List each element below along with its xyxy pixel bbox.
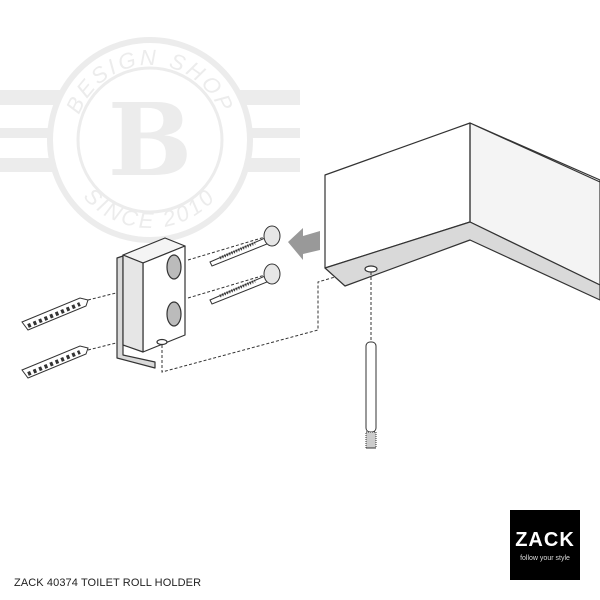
watermark: B BESIGN SHOP SINCE 2010	[0, 37, 300, 243]
dashed-guides	[87, 236, 372, 373]
cabinet-block	[324, 122, 600, 301]
product-caption: ZACK 40374 TOILET ROLL HOLDER	[14, 577, 202, 589]
zack-logo: ZACK follow your style	[510, 510, 580, 580]
watermark-letter: B	[108, 81, 193, 199]
wall-bracket	[116, 237, 186, 369]
logo-tagline: follow your style	[520, 555, 570, 562]
logo-word: ZACK	[515, 529, 575, 551]
screw-lower	[209, 263, 281, 305]
wall-anchor-lower	[21, 345, 89, 379]
direction-arrow-icon	[288, 228, 320, 260]
screw-upper	[209, 225, 281, 267]
wall-anchor-upper	[21, 297, 89, 331]
threaded-pin	[365, 341, 377, 449]
